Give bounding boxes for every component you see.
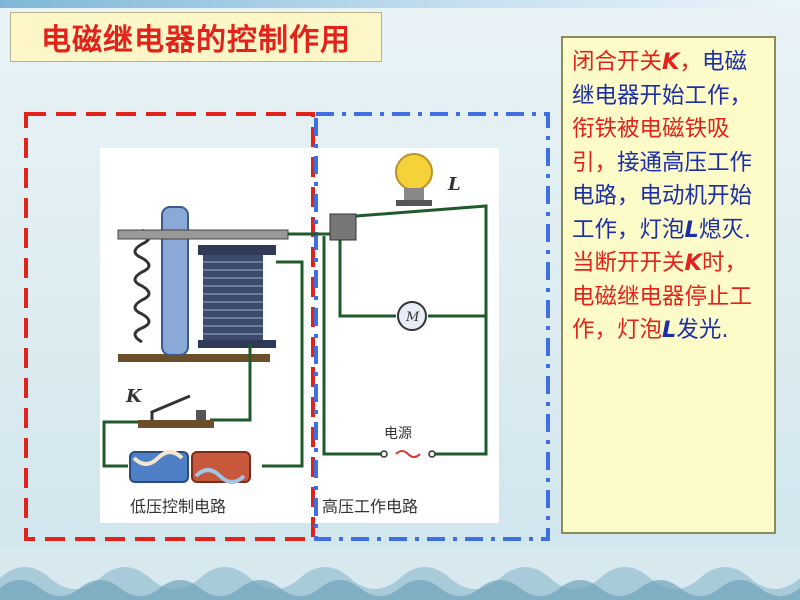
relay-base <box>118 354 270 362</box>
top-strip <box>0 0 800 8</box>
note-segment: 接通高压工作电路，电动机开始工作，灯泡 <box>572 149 753 243</box>
note-segment: 熄灭. <box>698 216 752 243</box>
low-circuit-border <box>24 112 315 541</box>
switch-lever <box>150 394 191 420</box>
low-circuit-wire-2 <box>210 344 252 422</box>
high-circuit-wire <box>322 204 488 456</box>
note-segment: K <box>662 49 680 75</box>
title-box: 电磁继电器的控制作用 <box>10 12 382 62</box>
high-circuit-border <box>314 112 550 541</box>
note-segment: 发光. <box>676 317 729 343</box>
relay-spring <box>133 228 151 344</box>
diagram-panel <box>100 148 499 523</box>
note-segment: 电磁继电器停止工作，灯泡 <box>572 283 753 344</box>
low-circuit-wire <box>102 260 304 468</box>
motor-icon: M <box>397 301 427 331</box>
note-segment: 当断开开关 <box>572 250 685 276</box>
armature <box>117 229 289 240</box>
lamp-icon <box>395 153 433 206</box>
note-segment: 电磁继电器开始工作， <box>572 49 753 109</box>
lamp-label: L <box>447 174 461 195</box>
contact-block <box>329 213 357 241</box>
note-segment: K <box>684 250 702 276</box>
electromagnet-coil <box>203 255 263 340</box>
explanation-box: 闭合开关K，电磁继电器开始工作，衔铁被电磁铁吸引，接通高压工作电路，电动机开始工… <box>561 36 776 534</box>
high-circuit-label: 高压工作电路 <box>322 497 418 516</box>
battery <box>129 450 251 484</box>
note-segment: 闭合开关 <box>572 49 663 75</box>
page-title: 电磁继电器的控制作用 <box>41 23 351 58</box>
low-circuit-label: 低压控制电路 <box>130 497 226 516</box>
power-label: 电源 <box>384 426 412 442</box>
note-segment: 衔铁被电磁铁吸引， <box>572 116 730 176</box>
note-segment: 时， <box>701 250 747 276</box>
switch-contact <box>196 410 206 420</box>
switch-label: K <box>125 386 143 407</box>
note-segment: L <box>684 216 699 243</box>
power-source <box>380 450 436 458</box>
wave-border <box>0 548 800 600</box>
motor-branch-wire <box>338 240 486 318</box>
switch-base <box>138 420 214 428</box>
motor-label: M <box>405 310 420 325</box>
coil-cap <box>198 245 276 255</box>
note-segment: ， <box>679 49 702 75</box>
relay-post <box>161 206 189 356</box>
note-segment: L <box>662 317 677 343</box>
coil-bottom-cap <box>198 340 276 348</box>
